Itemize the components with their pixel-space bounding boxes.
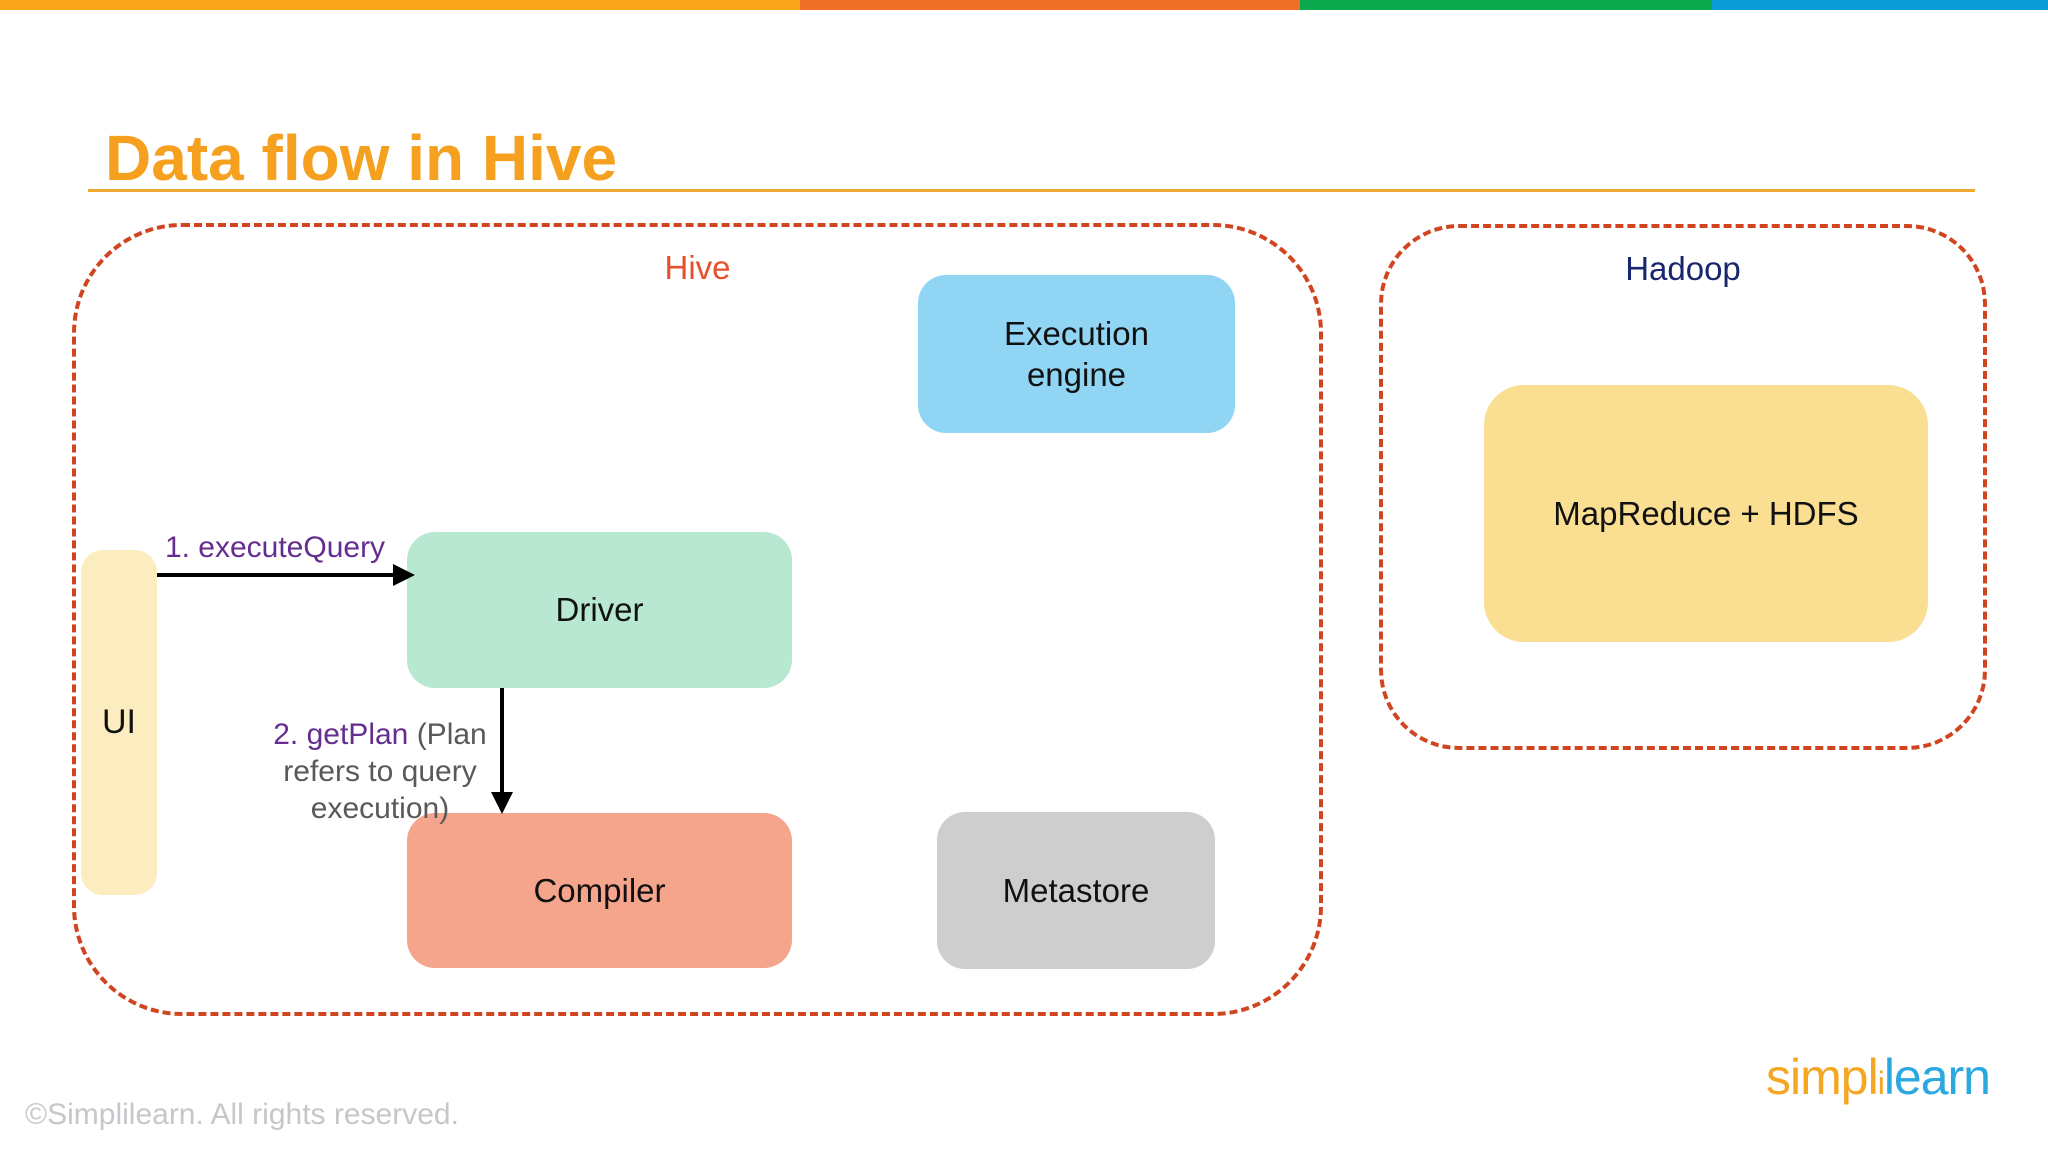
simplilearn-logo: simplilearn <box>1766 1048 1991 1106</box>
edge-label-executequery: 1. executeQuery <box>164 531 386 564</box>
hive-group-label: Hive <box>664 249 731 286</box>
arrowhead-right-icon <box>393 564 415 586</box>
logo-part-simpl: simpl <box>1766 1049 1879 1105</box>
node-mapreduce-hdfs: MapReduce + HDFS <box>1484 385 1928 642</box>
top-bar-segment-yellow <box>0 0 800 10</box>
title-underline <box>88 189 1975 192</box>
copyright-text: ©Simplilearn. All rights reserved. <box>25 1098 459 1131</box>
arrowhead-down-icon <box>491 792 513 814</box>
edge-label-getplan: 2. getPlan (Plan refers to query executi… <box>240 717 520 828</box>
page-title: Data flow in Hive <box>105 121 618 194</box>
edge-label-getplan-rest: (Plan refers to query execution) <box>283 718 487 825</box>
hadoop-group-label: Hadoop <box>1625 250 1741 287</box>
hive-group-box: Hive <box>72 223 1323 1016</box>
logo-part-learn: learn <box>1883 1049 1991 1105</box>
arrow-driver-to-compiler <box>491 688 513 814</box>
node-ui: UI <box>81 550 157 895</box>
top-bar-segment-orange <box>800 0 1300 10</box>
node-compiler: Compiler <box>407 813 792 968</box>
logo-part-i: i <box>1877 1065 1885 1101</box>
node-driver: Driver <box>407 532 792 688</box>
node-metastore: Metastore <box>937 812 1215 969</box>
hadoop-group-box: Hadoop <box>1379 224 1987 750</box>
top-bar-segment-green <box>1300 0 1712 10</box>
node-execution-engine: Execution engine <box>918 275 1235 433</box>
arrow-ui-to-driver <box>157 564 415 586</box>
top-color-bar <box>0 0 2048 10</box>
top-bar-segment-blue <box>1712 0 2048 10</box>
edge-label-getplan-highlight: 2. getPlan <box>273 718 409 751</box>
